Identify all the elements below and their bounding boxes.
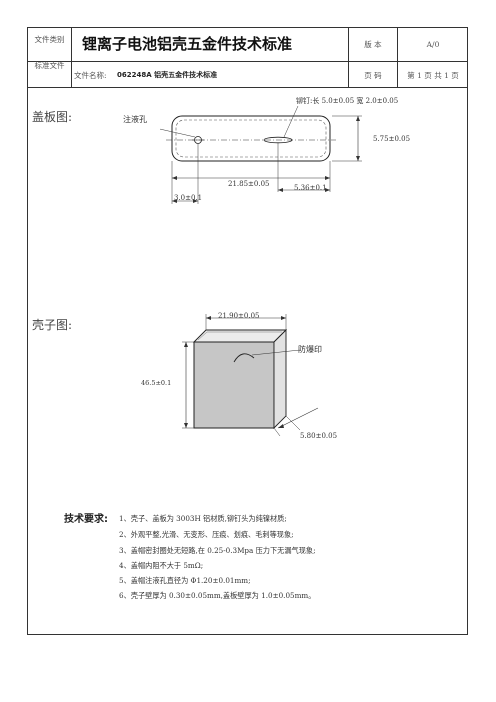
version-label: 版 本 xyxy=(364,40,382,49)
divider xyxy=(397,28,398,87)
header-table: 文件类别 标准文件 锂离子电池铝壳五金件技术标准 版 本 A/0 文件名称: 0… xyxy=(27,27,468,88)
cover-length-dim: 21.85±0.05 xyxy=(228,180,270,188)
doc-category-label: 文件类别 xyxy=(34,34,65,44)
requirement-item: 5、盖帽注液孔直径为 Φ1.20±0.01mm; xyxy=(119,576,251,585)
fill-hole-label: 注液孔 xyxy=(123,115,147,124)
document-frame xyxy=(27,88,468,635)
requirement-item: 2、外观平整,光滑、无变形、压痕、划痕、毛刺等现象; xyxy=(119,530,294,539)
shell-thickness-dim: 5.80±0.05 xyxy=(300,432,338,440)
shell-side-face xyxy=(273,328,287,430)
hole-offset-dim: 3.0±0.1 xyxy=(174,194,203,202)
rivet-offset-dim: 5.36±0.1 xyxy=(294,184,327,192)
explosion-proof-label: 防爆印 xyxy=(298,345,322,354)
explosion-proof-mark xyxy=(233,353,255,363)
shell-drawing xyxy=(182,314,319,437)
shell-top-face xyxy=(192,329,288,343)
document-title: 锂离子电池铝壳五金件技术标准 xyxy=(82,34,293,53)
rivet-label: 铆钉:长 5.0±0.05 宽 2.0±0.05 xyxy=(296,97,399,105)
page-label: 页 码 xyxy=(364,70,382,80)
rivet-leader xyxy=(283,105,299,138)
fill-hole-leader xyxy=(160,128,196,138)
file-name-value: 062248A 铝壳五金件技术标准 xyxy=(117,71,218,79)
shell-height-dim: 46.5±0.1 xyxy=(141,379,172,387)
shell-front-face xyxy=(193,341,275,429)
file-name-label: 文件名称: xyxy=(74,70,107,80)
cover-plate-drawing xyxy=(160,105,362,204)
divider xyxy=(348,28,349,87)
divider xyxy=(71,28,72,87)
shell-section-label: 壳子图: xyxy=(32,318,73,332)
standard-doc-label: 标准文件 xyxy=(34,60,65,70)
requirement-item: 4、盖帽内阻不大于 5mΩ; xyxy=(119,561,204,570)
cover-height-dim: 5.75±0.05 xyxy=(373,135,411,143)
requirements-title: 技术要求: xyxy=(64,514,108,525)
cover-plate-inner xyxy=(175,119,327,158)
cover-plate-section-label: 盖板图: xyxy=(32,110,73,124)
shell-width-dim: 21.90±0.05 xyxy=(218,312,260,320)
requirement-item: 3、盖帽密封圈处无短路,在 0.25-0.3Mpa 压力下无漏气现象; xyxy=(119,546,316,555)
page-value: 第 1 页 共 1 页 xyxy=(407,70,459,80)
cover-plate-outline xyxy=(171,115,331,162)
rivet-slot xyxy=(263,136,293,144)
thickness-dim-line xyxy=(277,407,319,429)
divider xyxy=(28,61,467,62)
requirement-item: 1、壳子、盖板为 3003H 铝材质,铆钉头为纯镍材质; xyxy=(119,514,287,523)
requirement-item: 6、壳子壁厚为 0.30±0.05mm,盖板壁厚为 1.0±0.05mm。 xyxy=(119,591,316,600)
version-value: A/0 xyxy=(426,40,440,49)
